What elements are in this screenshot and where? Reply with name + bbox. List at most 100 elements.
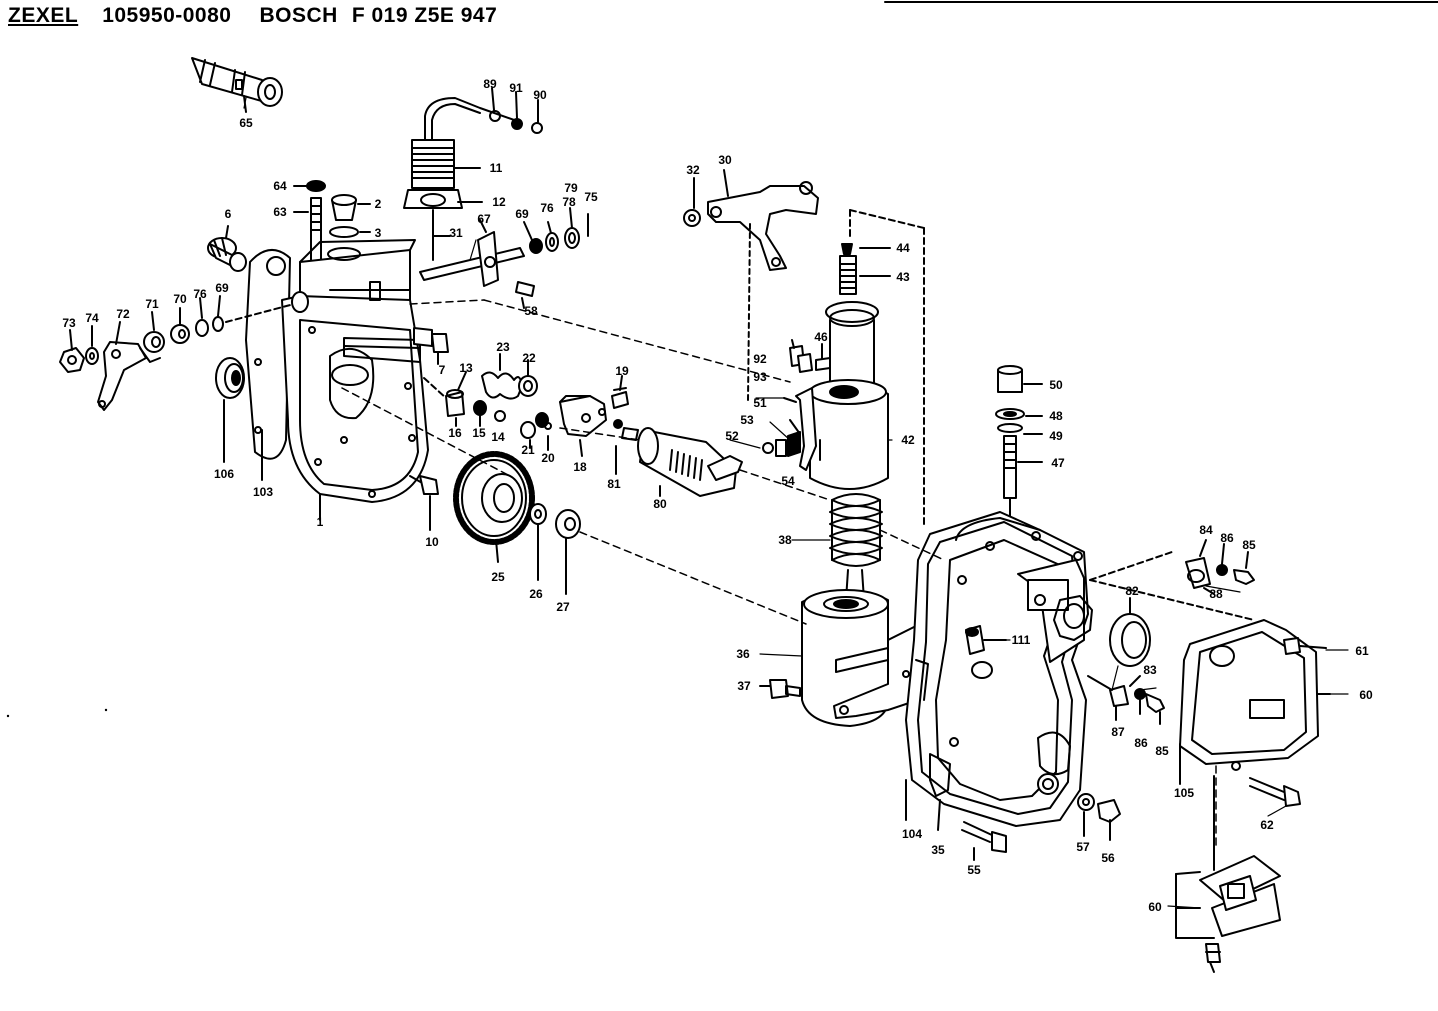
callout-15: 15 — [472, 426, 486, 440]
part-30-bracket — [683, 169, 819, 401]
callout-76-left: 76 — [193, 287, 207, 301]
callout-54: 54 — [781, 474, 795, 488]
callout-83: 83 — [1143, 663, 1157, 677]
callout-18: 18 — [573, 460, 587, 474]
callout-46: 46 — [814, 330, 828, 344]
brand-left: ZEXEL — [8, 4, 79, 27]
part-25-gear — [453, 451, 535, 563]
callout-21: 21 — [521, 443, 535, 457]
parts-47-48-49-50 — [995, 365, 1043, 523]
callout-57: 57 — [1076, 840, 1090, 854]
callout-12: 12 — [492, 195, 506, 209]
callout-14: 14 — [491, 430, 505, 444]
callout-56: 56 — [1101, 851, 1115, 865]
parts-23-22-spring — [481, 353, 538, 400]
part-65-sleeve — [191, 57, 283, 113]
parts-69-76-78-79-75 — [523, 207, 589, 254]
part-55-bolt — [961, 821, 1007, 861]
parts-56-57 — [1077, 793, 1121, 841]
part-62-bolt — [1249, 777, 1301, 807]
part-60-cover — [1179, 619, 1331, 785]
callout-111: 111 — [1012, 633, 1031, 647]
callout-48: 48 — [1049, 409, 1063, 423]
part-10-bolt — [409, 475, 439, 531]
callout-81: 81 — [607, 477, 621, 491]
parts-51-52-53-54 — [762, 387, 821, 471]
callout-37: 37 — [737, 679, 751, 693]
parts-13-16-15-14 — [423, 371, 506, 427]
callout-60-cover: 60 — [1359, 688, 1373, 702]
parts-92-93-46 — [789, 339, 831, 373]
callout-67: 67 — [477, 212, 491, 226]
callout-50: 50 — [1049, 378, 1063, 392]
main-housing — [245, 239, 429, 521]
callout-72: 72 — [116, 307, 130, 321]
part-11-solenoid — [403, 87, 543, 261]
callout-73: 73 — [62, 316, 76, 330]
callout-76-top: 76 — [540, 201, 554, 215]
callout-60-module: 60 — [1148, 900, 1162, 914]
callout-35: 35 — [931, 843, 945, 857]
header: ZEXEL 105950-0080 BOSCH F 019 Z5E 947 — [8, 4, 497, 38]
callout-104: 104 — [902, 827, 922, 841]
part-60-module — [1175, 775, 1281, 973]
part-42-cylinder — [809, 209, 925, 525]
assembly-lines — [341, 299, 1217, 851]
parts-26-27-washers — [529, 503, 581, 595]
callout-91: 91 — [509, 81, 523, 95]
callout-55: 55 — [967, 863, 981, 877]
callout-85-lower: 85 — [1155, 744, 1169, 758]
callout-10: 10 — [425, 535, 439, 549]
part-6-plug — [207, 225, 247, 272]
callout-26: 26 — [529, 587, 543, 601]
callout-92: 92 — [753, 352, 767, 366]
parts-43-44-spring — [839, 243, 891, 295]
callout-1: 1 — [317, 515, 324, 529]
callout-93: 93 — [753, 370, 767, 384]
speck — [104, 708, 108, 712]
callout-38: 38 — [778, 533, 792, 547]
callout-75: 75 — [584, 190, 598, 204]
part-36-governor-housing — [801, 589, 919, 727]
callout-43: 43 — [896, 270, 910, 284]
callout-7: 7 — [439, 363, 446, 377]
callout-30: 30 — [718, 153, 732, 167]
callout-42: 42 — [901, 433, 915, 447]
parts-83-87-86-85-lower — [1087, 675, 1165, 725]
part-80-solenoid-valve — [637, 427, 743, 497]
callout-3: 3 — [375, 226, 382, 240]
callout-71: 71 — [145, 297, 159, 311]
leader-lines — [243, 97, 1349, 909]
callout-89: 89 — [483, 77, 497, 91]
callout-22: 22 — [522, 351, 536, 365]
callout-52: 52 — [725, 429, 739, 443]
callout-23: 23 — [496, 340, 510, 354]
brand-right: BOSCH — [259, 4, 338, 27]
callout-11: 11 — [490, 161, 503, 175]
callout-62: 62 — [1260, 818, 1274, 832]
callout-69-top: 69 — [515, 207, 529, 221]
callout-63: 63 — [273, 205, 287, 219]
part-31-shaft — [419, 219, 535, 309]
callout-87: 87 — [1111, 725, 1125, 739]
callout-103: 103 — [253, 485, 273, 499]
callout-44: 44 — [896, 241, 910, 255]
callout-36: 36 — [736, 647, 750, 661]
callout-64: 64 — [273, 179, 287, 193]
callout-27: 27 — [556, 600, 570, 614]
part-number-left: 105950-0080 — [102, 4, 232, 27]
callout-79: 79 — [564, 181, 578, 195]
callout-105: 105 — [1174, 786, 1194, 800]
callout-32: 32 — [686, 163, 700, 177]
callout-25: 25 — [491, 570, 505, 584]
callout-19: 19 — [615, 364, 629, 378]
callout-86-lower: 86 — [1134, 736, 1148, 750]
callout-61: 61 — [1355, 644, 1369, 658]
callout-47: 47 — [1051, 456, 1065, 470]
callout-2: 2 — [375, 197, 382, 211]
callout-74: 74 — [85, 311, 99, 325]
left-linkage — [59, 291, 309, 411]
callout-86-top: 86 — [1220, 531, 1234, 545]
callout-70: 70 — [173, 292, 187, 306]
parts-63-64-2-3 — [293, 180, 371, 265]
